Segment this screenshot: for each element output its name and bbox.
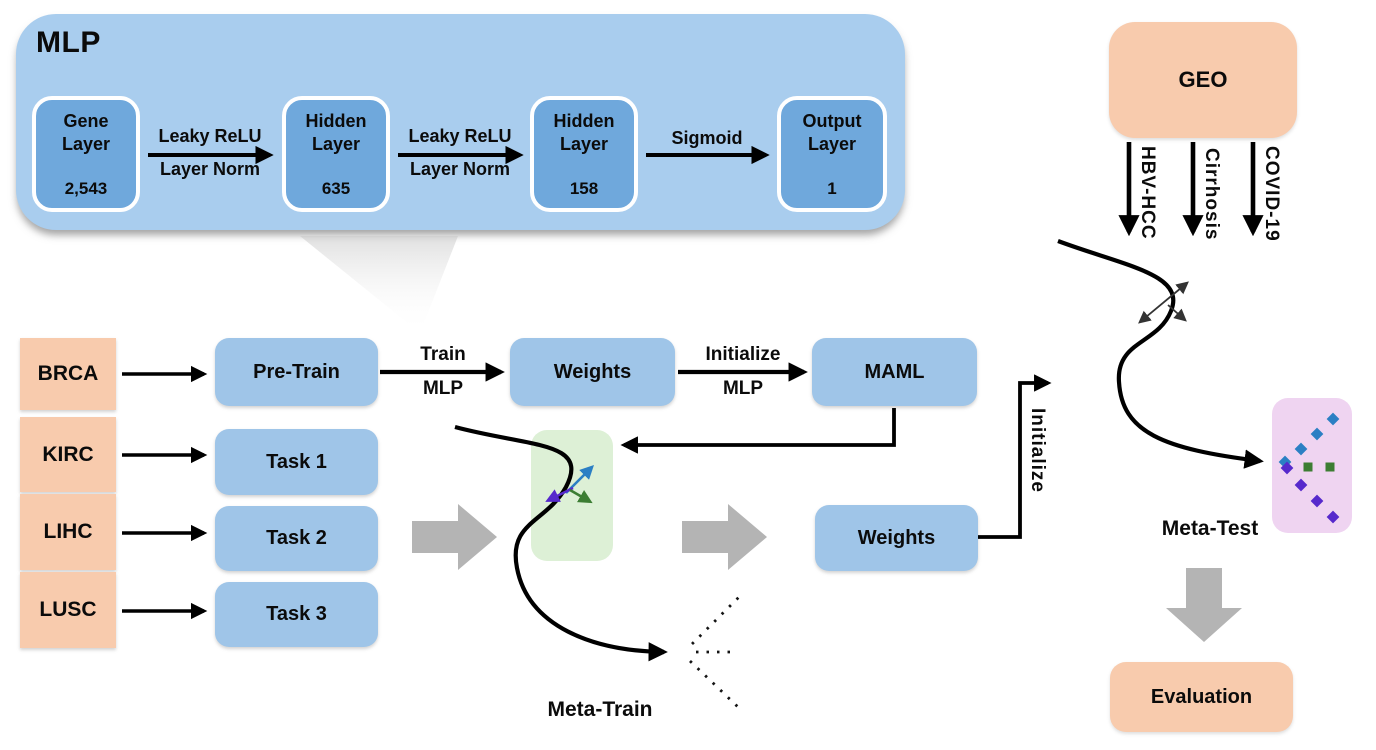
geo-stream-label-cirrhosis: Cirrhosis [1201,148,1222,241]
evaluation-box: Evaluation [1110,662,1293,732]
train-arrow-label-top: Train [420,344,466,365]
adaptation-arrow-diagonal [1138,281,1189,324]
dotted-ray-down [689,659,739,709]
geo-box: GEO [1109,22,1297,138]
weights2-box: Weights [815,505,978,571]
meta-train-label: Meta-Train [547,698,653,721]
activation-label-3-top: Sigmoid [671,128,743,148]
geo-stream-label-hbv-hcc: HBV-HCC [1137,146,1158,240]
mlp-panel [16,14,905,230]
gene-layer-size: 2,543 [64,179,108,198]
dataset-box-lihc: LIHC [20,494,116,570]
block-arrow-tasks-to-metatrain [412,504,497,570]
meta-test-curve [1057,239,1264,469]
arrow-maml-to-metatrain [620,408,896,454]
dataset-box-lusc: LUSC [20,572,116,648]
dotted-ray-up [691,595,741,645]
block-arrow-metatrain-to-weights2 [682,504,767,570]
task3-box: Task 3 [215,582,378,647]
dataset-box-brca: BRCA [20,338,116,410]
output-layer-size: 1 [827,179,837,198]
meta-train-panel [531,430,613,561]
pretrain-box: Pre-Train [215,338,378,406]
activation-label-2-top: Leaky ReLU [408,126,512,146]
hidden-layer2-size: 158 [569,179,599,198]
task1-box: Task 1 [215,429,378,495]
train-arrow-label-bottom: MLP [422,378,464,399]
mlp-panel-title: MLP [36,26,101,59]
dataset-box-kirc: KIRC [20,417,116,492]
initialize-vertical-label: Initialize [1027,408,1048,493]
adaptation-arrow-downright [1167,304,1187,322]
hidden-layer1-size: 635 [321,179,351,198]
meta-test-label: Meta-Test [1161,517,1259,540]
mlp-zoom-funnel [300,236,458,333]
initialize-arrow-label-bottom: MLP [722,378,764,399]
activation-label-2-bottom: Layer Norm [409,159,511,179]
geo-stream-label-covid19: COVID-19 [1261,146,1282,242]
block-arrow-metatest-to-evaluation [1166,568,1242,642]
activation-label-1-top: Leaky ReLU [158,126,262,146]
activation-label-1-bottom: Layer Norm [159,159,261,179]
maml-box: MAML [812,338,977,406]
meta-test-panel [1272,398,1352,533]
task2-box: Task 2 [215,506,378,571]
weights1-box: Weights [510,338,675,406]
initialize-arrow-label-top: Initialize [705,344,781,365]
